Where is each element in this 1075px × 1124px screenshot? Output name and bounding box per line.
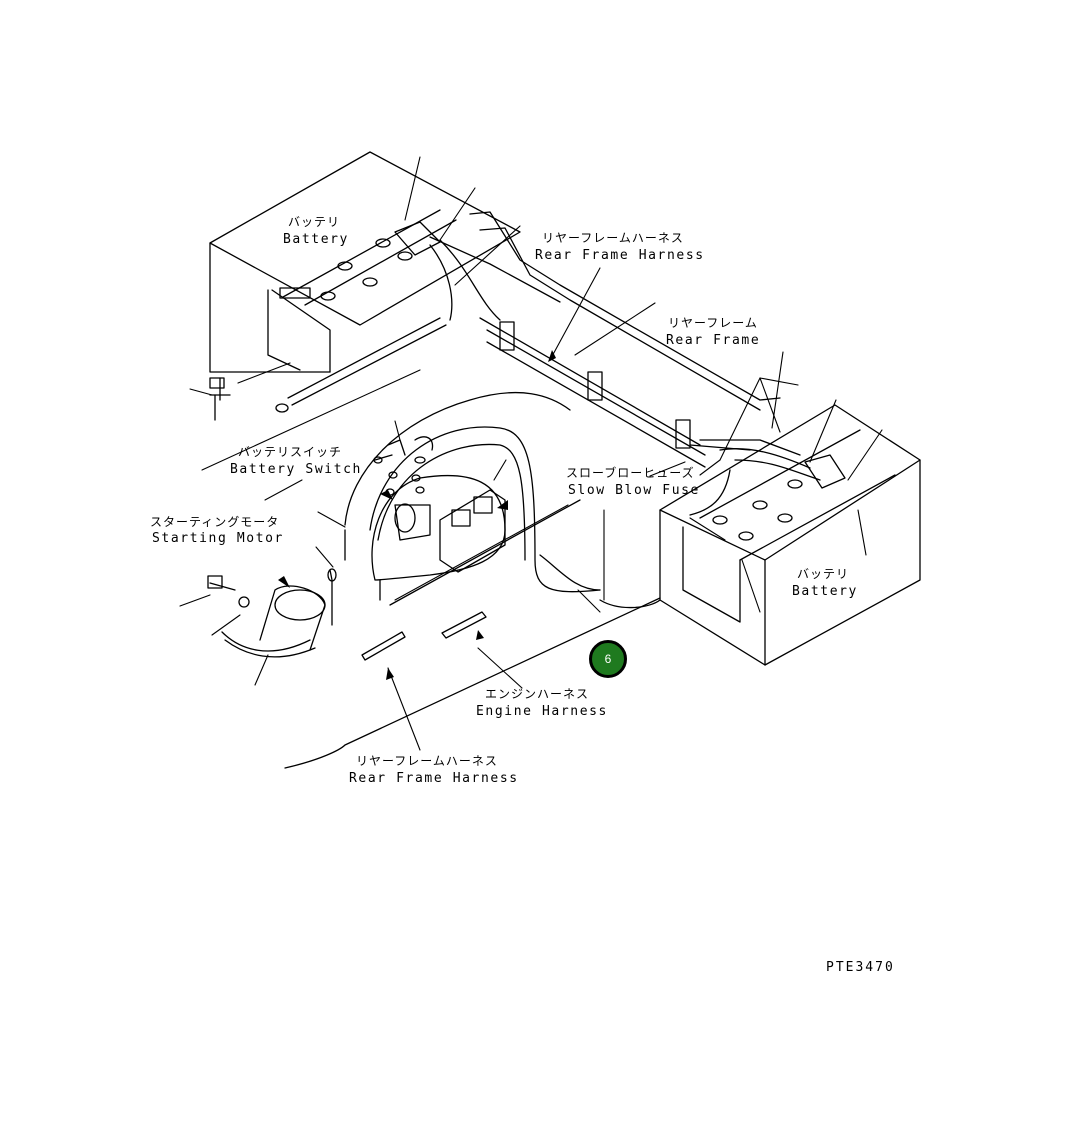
drawing-code: PTE3470 xyxy=(826,960,895,975)
harness-pieces xyxy=(361,611,487,661)
slow-blow-fuse-label: Slow Blow Fuse xyxy=(568,483,700,498)
battery-right-label-jp: バッテリ xyxy=(797,567,850,581)
rear-frame-harness-bottom-label-jp: リヤーフレームハーネス xyxy=(356,754,498,768)
rear-frame-harness-bottom-label: Rear Frame Harness xyxy=(349,771,519,786)
rear-frame-label: Rear Frame xyxy=(666,333,761,348)
engine-harness-label: Engine Harness xyxy=(476,704,608,719)
right-battery xyxy=(659,404,921,666)
battery-right-label: Battery xyxy=(792,584,858,599)
rear-frame-rail xyxy=(429,211,801,468)
frame-floor xyxy=(284,499,661,769)
slow-blow-fuse-label-jp: スローブローヒューズ xyxy=(566,466,695,480)
battery-left-label: Battery xyxy=(283,232,349,247)
starting-motor xyxy=(207,568,337,658)
starting-motor-label: Starting Motor xyxy=(152,531,284,546)
left-battery-cables xyxy=(209,239,501,421)
callout-badge-number: 6 xyxy=(604,652,612,666)
starting-motor-label-jp: スターティングモータ xyxy=(150,515,280,529)
battery-switch-label-jp: バッテリスイッチ xyxy=(238,445,343,459)
left-battery xyxy=(209,151,521,373)
arrowheads xyxy=(278,350,556,680)
battery-switch-wiring xyxy=(344,391,601,593)
leader-lines xyxy=(179,156,883,751)
battery-left-label-jp: バッテリ xyxy=(288,215,341,229)
rear-frame-harness-top-label-jp: リヤーフレームハーネス xyxy=(542,231,684,245)
engine-harness-label-jp: エンジンハーネス xyxy=(485,687,590,701)
rear-frame-label-jp: リヤーフレーム xyxy=(668,316,758,330)
rear-frame-harness-top-label: Rear Frame Harness xyxy=(535,248,705,263)
callout-badge[interactable]: 6 xyxy=(589,640,627,678)
battery-switch-label: Battery Switch xyxy=(230,462,362,477)
